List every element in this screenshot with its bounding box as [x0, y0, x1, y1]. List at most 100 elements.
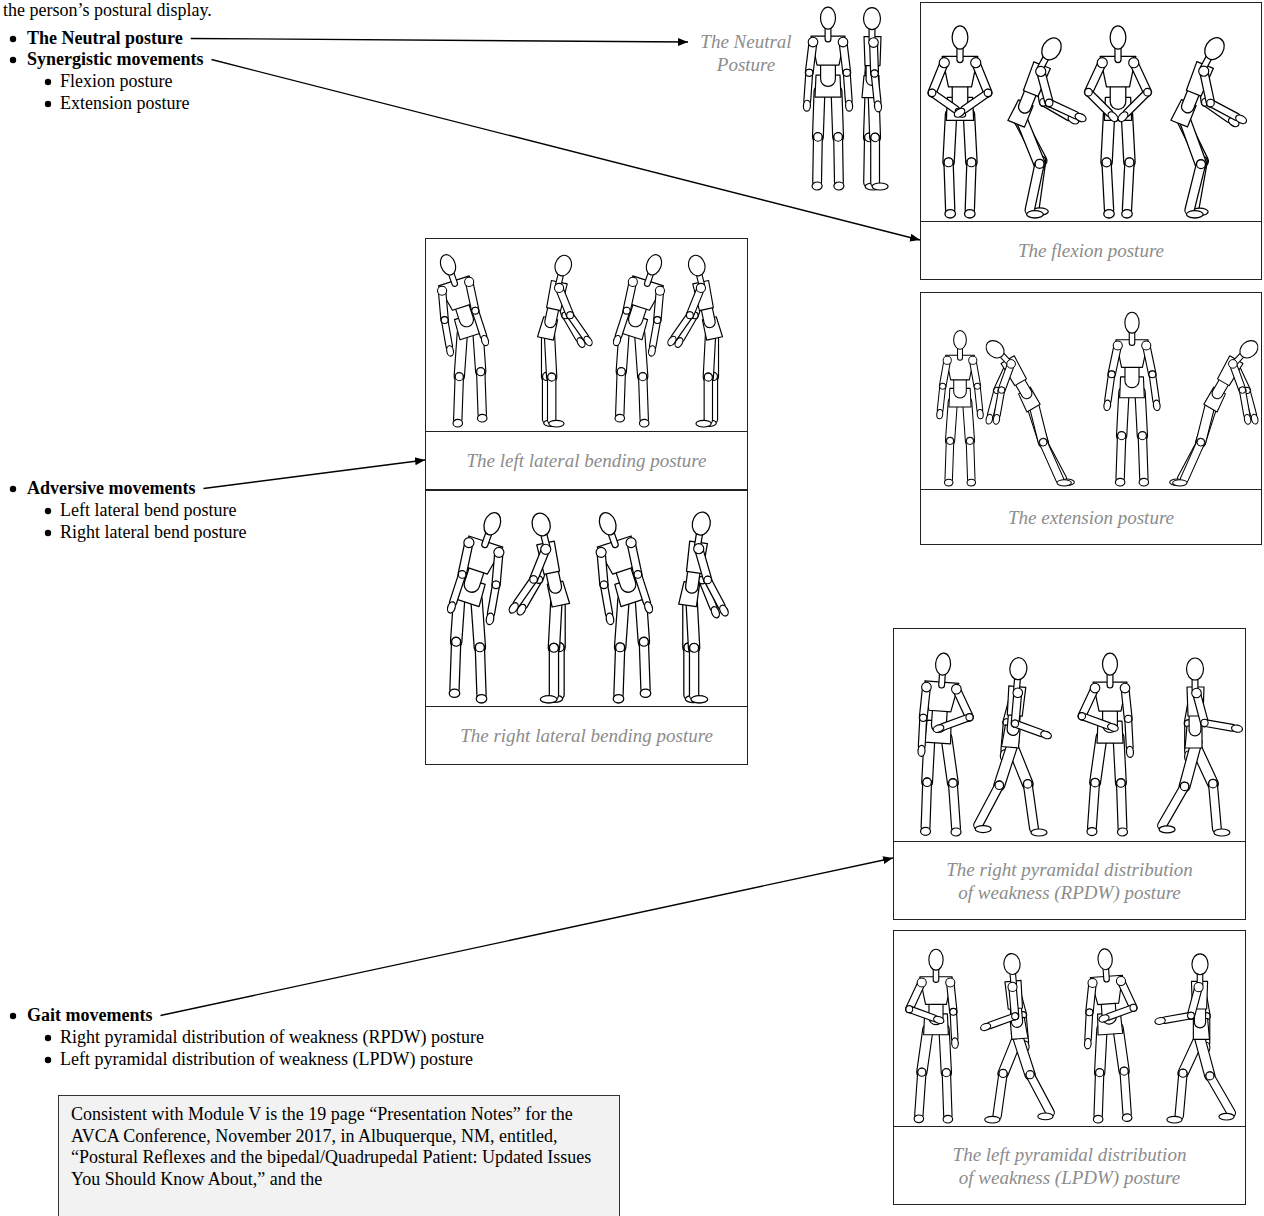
mannequin-joint: [690, 643, 699, 652]
mannequin-joint: [704, 576, 712, 584]
mannequin-part: [1087, 828, 1097, 836]
mannequin-joint: [1206, 1072, 1214, 1080]
mannequin-joint: [548, 373, 556, 381]
mannequin-part: [933, 969, 940, 979]
mannequin-part: [696, 420, 711, 427]
mannequin-part: [1118, 1028, 1124, 1071]
mannequin-part: [985, 1116, 1000, 1123]
mannequin-joint: [686, 312, 693, 319]
mannequin-part: [1159, 826, 1175, 833]
mannequin-part: [644, 253, 665, 278]
mannequin-part: [1213, 784, 1217, 829]
mannequin-joint: [1097, 58, 1107, 68]
mannequin-part: [618, 311, 626, 336]
mannequin-part: [949, 114, 952, 162]
mannequin-part: [1097, 948, 1113, 970]
mannequin-joint: [623, 307, 630, 314]
mannequin-part: [1017, 1033, 1031, 1075]
mannequin-part: [1044, 443, 1063, 479]
mannequin-joint: [834, 133, 842, 141]
mannequin-part: [812, 182, 822, 190]
mannequin-part: [1044, 443, 1063, 479]
bullet-dot: [45, 1035, 51, 1041]
mannequin-joint: [1130, 1004, 1137, 1011]
mannequin-part: [445, 320, 450, 346]
mannequin-part: [1186, 211, 1203, 218]
mannequin-part: [1129, 332, 1136, 342]
mannequin-part: [1108, 374, 1112, 400]
mannequin-part: [1028, 784, 1034, 829]
bullet-dot: [10, 36, 16, 42]
mannequin-part: [485, 613, 494, 626]
mannequin-part: [1103, 400, 1111, 411]
mannequin-part: [582, 335, 593, 347]
mannequin-part: [922, 1029, 928, 1072]
mannequin-part: [507, 601, 520, 615]
mannequin-part: [871, 138, 879, 183]
mannequin-part: [1107, 162, 1109, 209]
mannequin-part: [550, 648, 558, 695]
mannequin-part: [870, 138, 880, 183]
mannequin-part: [475, 311, 483, 336]
mannequin-part: [476, 695, 487, 703]
mannequin-part: [446, 345, 454, 356]
mannequin-part: [542, 377, 552, 420]
mannequin-figure: [507, 511, 569, 703]
page-text: the person’s postural display.: [3, 0, 212, 21]
mannequin-part: [1108, 674, 1113, 685]
mannequin-part: [1049, 103, 1076, 115]
bullet-item: Extension posture: [60, 93, 189, 114]
mannequin-part: [922, 718, 923, 746]
mannequin-part: [604, 585, 609, 614]
mannequin-part: [940, 386, 942, 410]
mannequin-part: [864, 8, 881, 30]
mannequin-part: [653, 320, 658, 346]
mannequin-part: [1015, 724, 1041, 734]
mannequin-part: [690, 511, 712, 537]
mannequin-part: [1098, 1014, 1110, 1024]
mannequin-part: [1088, 92, 1109, 113]
mannequin-joint: [438, 286, 447, 295]
mannequin-part: [944, 1029, 946, 1073]
mannequin-joint: [966, 714, 973, 721]
mannequin-part: [807, 73, 809, 101]
mannequin-part: [491, 585, 496, 614]
mannequin-part: [818, 91, 820, 137]
mannequin-part: [1142, 436, 1143, 479]
mannequin-part: [944, 479, 953, 486]
bullet-dot: [45, 530, 51, 536]
mannequin-part: [952, 26, 968, 49]
heading-text: Gait movements: [27, 1005, 152, 1026]
mannequin-part: [813, 137, 821, 182]
caption-panel: The left pyramidal distribution of weakn…: [894, 1126, 1245, 1204]
note-box: Consistent with Module V is the 19 page …: [58, 1095, 620, 1216]
mannequin-joint: [464, 538, 474, 548]
mannequin-joint: [984, 89, 992, 97]
mannequin-part: [1250, 414, 1259, 425]
mannequin-part: [480, 647, 482, 694]
mannequin-part: [1030, 1075, 1050, 1113]
mannequin-part: [978, 785, 999, 825]
mannequin-joint: [806, 69, 813, 76]
pointer-arrow: [191, 39, 688, 43]
mannequin-part: [1154, 1017, 1165, 1025]
figure-box: The flexion posture: [920, 2, 1262, 280]
mannequin-part: [1088, 92, 1109, 113]
mannequin-part: [686, 253, 707, 277]
mannequin-part: [675, 315, 690, 337]
mannequin-part: [643, 377, 644, 420]
mannequin-part: [1107, 722, 1120, 732]
mannequin-joint: [696, 283, 705, 292]
mannequin-part: [1231, 724, 1243, 733]
mannequin-part: [1108, 1008, 1133, 1017]
mannequin-part: [1015, 724, 1041, 734]
mannequin-part: [956, 48, 963, 60]
mannequin-joint: [596, 547, 606, 557]
mannequin-joint: [1120, 683, 1130, 693]
mannequin-part: [1017, 1033, 1031, 1075]
mannequin-part: [970, 162, 972, 209]
mannequin-part: [935, 653, 951, 676]
mannequin-part: [1104, 210, 1115, 218]
mannequin-joint: [1091, 778, 1099, 786]
